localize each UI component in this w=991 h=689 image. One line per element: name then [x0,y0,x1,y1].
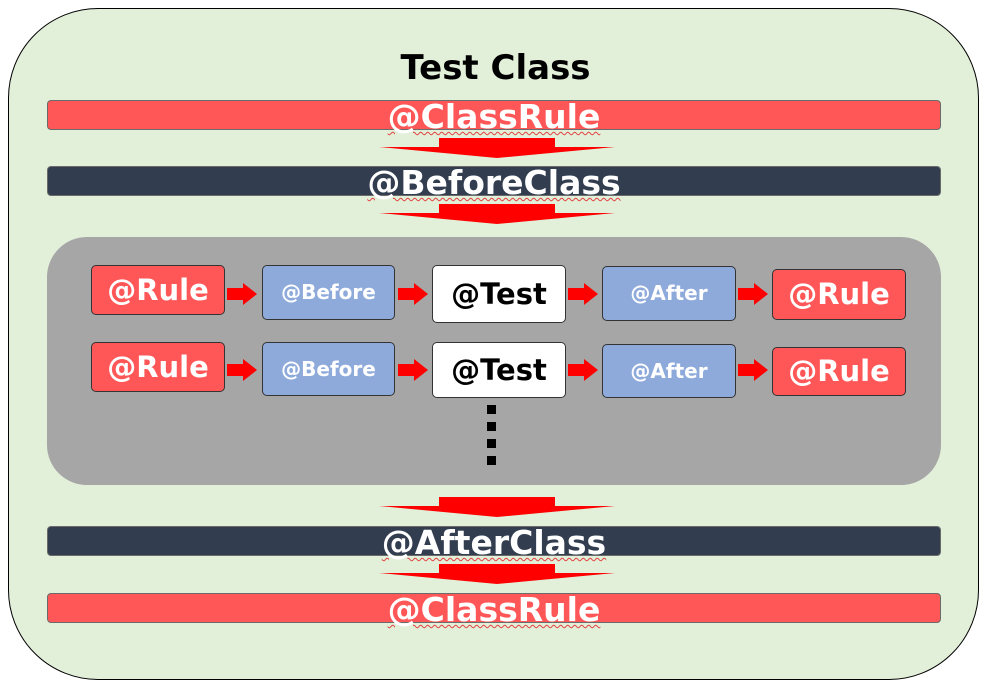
down-arrow-icon [379,138,615,158]
before-class-bar: @BeforeClass [47,166,941,199]
right-arrow-icon [738,359,768,381]
right-arrow-icon [227,359,257,381]
diagram-title: Test Class [400,48,591,88]
vertical-ellipsis-icon [487,405,497,465]
test-box: @Test [432,265,566,323]
after-class-label: @AfterClass [381,523,607,562]
right-arrow-icon [568,283,598,305]
after-box: @After [602,266,736,321]
rule-box: @Rule [772,347,906,396]
right-arrow-icon [398,359,428,381]
right-arrow-icon [227,283,257,305]
before-class-label: @BeforeClass [367,163,621,202]
right-arrow-icon [738,283,768,305]
rule-box: @Rule [91,265,225,315]
right-arrow-icon [398,283,428,305]
class-rule-bar-bottom: @ClassRule [47,593,941,626]
down-arrow-icon [379,564,615,584]
after-box: @After [602,344,736,398]
class-rule-label-bottom: @ClassRule [387,590,601,629]
down-arrow-icon [379,204,615,224]
right-arrow-icon [568,359,598,381]
before-box: @Before [262,265,395,320]
class-rule-label-top: @ClassRule [387,97,601,136]
rule-box: @Rule [772,269,906,320]
down-arrow-icon [379,497,615,517]
class-rule-bar-top: @ClassRule [47,100,941,133]
rule-box: @Rule [91,342,225,392]
before-box: @Before [262,342,395,396]
test-box: @Test [432,342,566,398]
after-class-bar: @AfterClass [47,526,941,559]
